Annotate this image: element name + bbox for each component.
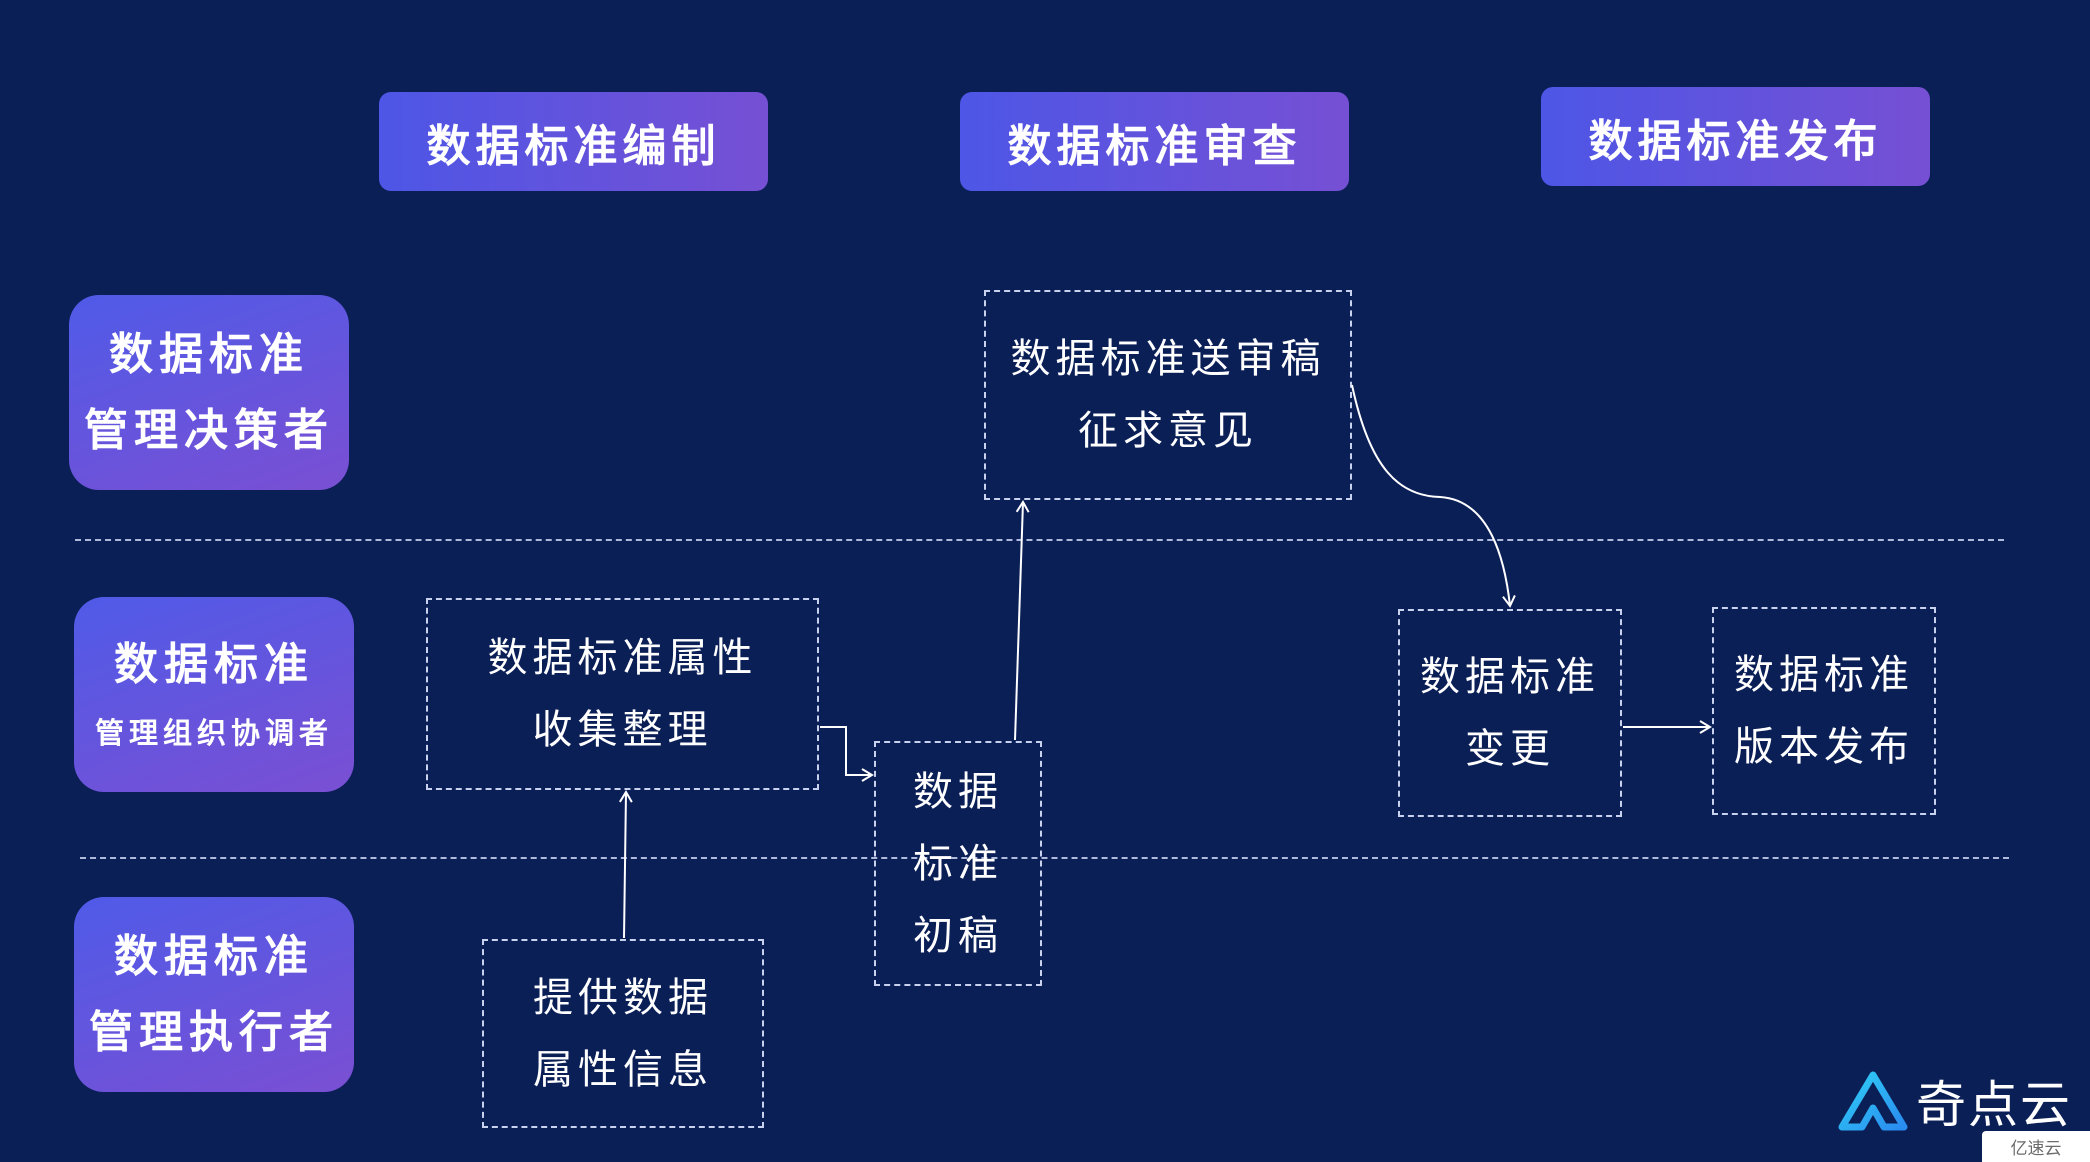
role-executor-line2: 管理执行者 — [89, 1006, 339, 1058]
step-provide-line1: 提供数据 — [533, 974, 713, 1021]
role-coordinator-line2: 管理组织协调者 — [94, 715, 333, 750]
phase-header-compile: 数据标准编制 — [379, 92, 768, 191]
step-review-draft-line1: 数据标准送审稿 — [1010, 336, 1326, 382]
lane-separator-top — [75, 539, 2004, 541]
triangle-logo-icon — [1838, 1071, 1908, 1131]
step-change-line1: 数据标准 — [1420, 654, 1600, 700]
arrow-review-to-change — [1351, 384, 1516, 608]
step-initial-draft-line1: 数据 — [913, 768, 1003, 815]
arrow-collect-to-initial-draft — [820, 726, 874, 782]
step-collect-line2: 收集整理 — [532, 707, 713, 753]
logo-text: 奇点云 — [1916, 1076, 2072, 1134]
role-executor-line1: 数据标准 — [114, 930, 314, 982]
step-change: 数据标准 变更 — [1398, 609, 1622, 817]
arrow-initial-draft-to-review — [1014, 500, 1030, 741]
step-version-publish-line1: 数据标准 — [1734, 652, 1914, 698]
step-version-publish: 数据标准 版本发布 — [1712, 607, 1936, 815]
step-collect-line1: 数据标准属性 — [487, 635, 758, 681]
step-review-draft-line2: 征求意见 — [1078, 408, 1258, 454]
step-version-publish-line2: 版本发布 — [1734, 724, 1914, 770]
step-provide-line2: 属性信息 — [533, 1046, 713, 1093]
arrow-provide-to-collect — [619, 790, 633, 939]
role-coordinator-line1: 数据标准 — [114, 638, 314, 690]
watermark-text: 亿速云 — [2010, 1139, 2062, 1159]
step-initial-draft-line2: 标准 — [913, 840, 1003, 887]
role-decision-maker: 数据标准 管理决策者 — [69, 295, 349, 490]
step-provide: 提供数据 属性信息 — [482, 939, 764, 1128]
role-executor: 数据标准 管理执行者 — [74, 897, 354, 1092]
role-decision-maker-line2: 管理决策者 — [84, 404, 334, 456]
phase-header-publish: 数据标准发布 — [1541, 87, 1930, 186]
step-review-draft: 数据标准送审稿 征求意见 — [984, 290, 1352, 500]
step-change-line2: 变更 — [1465, 726, 1555, 772]
brand-logo: 奇点云 — [1838, 1065, 2072, 1137]
lane-separator-bottom — [80, 857, 2009, 859]
role-coordinator: 数据标准 管理组织协调者 — [74, 597, 354, 792]
step-initial-draft: 数据 标准 初稿 — [874, 741, 1042, 986]
phase-header-review: 数据标准审查 — [960, 92, 1349, 191]
step-collect: 数据标准属性 收集整理 — [426, 598, 819, 790]
watermark: 亿速云 — [1982, 1131, 2090, 1162]
role-decision-maker-line1: 数据标准 — [109, 328, 309, 380]
step-initial-draft-line3: 初稿 — [913, 912, 1003, 959]
